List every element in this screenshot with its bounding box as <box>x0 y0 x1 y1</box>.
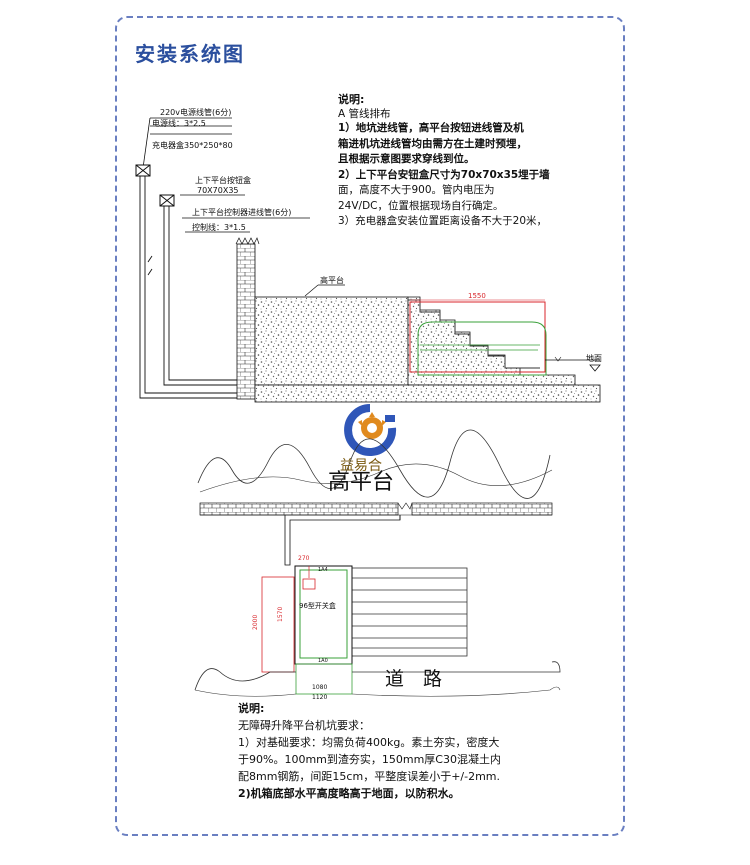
dim-2000: 2000 <box>252 615 259 630</box>
dashed-frame <box>115 16 625 836</box>
notes-subheading: A 管线排布 <box>338 108 391 120</box>
note-line: 面，高度不大于900。管内电压为 <box>338 184 495 196</box>
bottom-note-line: 2)机箱底部水平高度略高于地面，以防积水。 <box>238 787 460 800</box>
note-line: 1）地坑进线管，高平台按钮进线管及机 <box>338 122 524 134</box>
notes-top: 说明: A 管线排布 1）地坑进线管，高平台按钮进线管及机 箱进机坑进线管均由需… <box>338 92 618 230</box>
callout-leaders <box>142 117 310 233</box>
notes-heading: 说明: <box>338 93 365 106</box>
page-title: 安装系统图 <box>135 42 245 66</box>
bottom-note-line: 无障碍升降平台机坑要求： <box>238 719 370 732</box>
brick-band-right <box>411 502 553 516</box>
dim-1120: 1120 <box>312 694 327 701</box>
switch-box-red <box>302 578 316 590</box>
brick-band-left <box>199 502 399 516</box>
notes-bottom: 说明: 无障碍升降平台机坑要求： 1）对基础要求：均需负荷400kg。素土夯实，… <box>238 700 578 802</box>
lift-green-outline <box>417 321 547 376</box>
callout-control-line: 控制线：3*1.5 <box>192 222 246 232</box>
button-box <box>159 194 175 207</box>
label-high-platform: 高平台 <box>320 275 344 285</box>
callout-button-box: 上下平台按钮盒 <box>195 175 251 185</box>
note-line: 箱进机坑进线管均由需方在土建时预埋， <box>338 137 527 150</box>
note-line: 2）上下平台安钮盒尺寸为70x70x35埋于墙 <box>338 168 550 181</box>
dim-bottom: 1A0 <box>318 658 328 664</box>
lift-platform-plan <box>294 565 353 665</box>
plan-stairs <box>351 567 468 657</box>
note-line: 24V/DC，位置根据现场自行确定。 <box>338 199 504 212</box>
brick-wall <box>236 243 256 400</box>
dim-top: 1A4 <box>318 567 328 573</box>
pit-red-outline <box>409 301 546 373</box>
bottom-note-line: 于90%。100mm到渣夯实，150mm厚C30混凝土内 <box>238 753 501 766</box>
wall-break <box>235 237 260 245</box>
callout-charger-box: 充电器盒350*250*80 <box>152 140 233 150</box>
label-road: 道 路 <box>385 668 442 690</box>
lift-ramp-plan <box>295 663 353 695</box>
conduits <box>139 176 275 399</box>
callout-button-size: 70X70X35 <box>197 186 239 195</box>
upper-break-line <box>197 429 551 499</box>
bottom-note-line: 配8mm钢筋，间距15cm，平整度误差小于+/-2mm. <box>238 770 501 783</box>
bottom-note-line: 1）对基础要求：均需负荷400kg。素土夯实，密度大 <box>238 736 500 749</box>
road-edge-right <box>352 661 561 673</box>
road-edge-left <box>194 668 296 691</box>
note-line: 且根据示意图要求穿线到位。 <box>338 153 475 165</box>
callout-control-pipe: 上下平台控制器进线管(6分) <box>192 207 291 217</box>
dim-1570: 1570 <box>277 607 284 622</box>
foundation-strip <box>254 384 601 403</box>
high-platform-slab <box>254 296 409 386</box>
label-ground: 地面 <box>586 353 602 363</box>
red-dim-box <box>261 576 295 673</box>
company-logo <box>344 404 397 456</box>
charger-box <box>135 164 151 177</box>
dim-1080: 1080 <box>312 684 327 691</box>
lift-deck-green <box>299 569 348 659</box>
stairs-outline <box>408 299 540 369</box>
note-line: 3）充电器盒安装位置距离设备不大于20米， <box>338 215 548 227</box>
dim-1550: 1550 <box>468 292 486 300</box>
callout-220v: 220v电源线管(6分) <box>160 107 231 117</box>
ground-marker <box>589 364 601 372</box>
label-switch-box: 96型开关盒 <box>299 601 336 610</box>
plan-high-platform: 高平台 <box>328 470 394 495</box>
bottom-notes-heading: 说明: <box>238 702 265 715</box>
callout-power-line: 电源线：3*2.5 <box>152 118 206 128</box>
watermark-text: 益易合 <box>340 458 382 474</box>
dim-270: 270 <box>298 555 310 562</box>
